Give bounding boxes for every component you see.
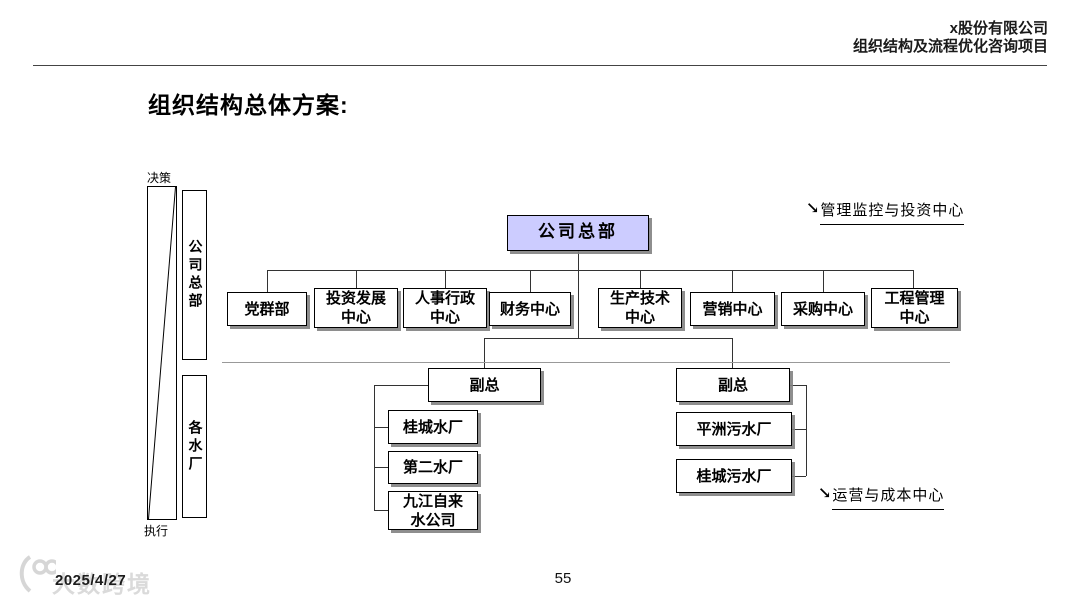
connector-line	[356, 270, 357, 288]
southeast-arrow-icon: ↘	[806, 198, 820, 217]
header-project: 组织结构及流程优化咨询项目	[852, 38, 1048, 55]
header-company: x股份有限公司	[949, 20, 1048, 37]
watermark-logo-icon	[16, 551, 60, 602]
scale-bar-water-plants: 各水厂	[182, 375, 207, 518]
plant-box: 第二水厂	[388, 451, 478, 484]
connector-line	[374, 427, 388, 428]
dept-box: 党群部	[227, 292, 307, 326]
connector-line	[732, 338, 733, 368]
diagonal-line	[148, 186, 176, 520]
annotation-top: ↘ 管理监控与投资中心	[806, 198, 965, 225]
dept-box: 采购中心	[781, 292, 865, 326]
deputy-box-right: 副总	[676, 368, 790, 402]
dept-box: 营销中心	[690, 292, 775, 326]
plant-box: 九江自来 水公司	[388, 491, 478, 530]
decision-label: 决策	[147, 171, 172, 185]
header: x股份有限公司 组织结构及流程优化咨询项目	[853, 20, 1048, 56]
deputy-box-left: 副总	[428, 368, 541, 402]
dept-box: 人事行政 中心	[403, 288, 487, 328]
execution-label: 执行	[144, 524, 169, 538]
connector-line	[640, 270, 641, 288]
southeast-arrow-icon: ↘	[818, 483, 832, 502]
connector-line	[374, 385, 428, 386]
dept-box: 生产技术 中心	[598, 288, 682, 328]
header-divider	[33, 65, 1047, 66]
connector-line	[267, 270, 914, 271]
footer-date: 2025/4/27	[55, 572, 127, 589]
page-title: 组织结构总体方案:	[148, 92, 349, 118]
connector-line	[806, 385, 807, 476]
connector-line	[267, 270, 268, 292]
page-number: 55	[554, 570, 572, 587]
connector-line	[484, 338, 732, 339]
plant-box: 桂城污水厂	[676, 459, 792, 493]
connector-line	[790, 385, 806, 386]
connector-line	[732, 270, 733, 292]
connector-line	[578, 251, 579, 338]
dept-box: 工程管理 中心	[871, 288, 958, 328]
level-divider-line	[222, 362, 950, 363]
scale-bar-company-hq: 公司总部	[182, 190, 207, 360]
dept-box: 投资发展 中心	[314, 288, 398, 328]
plant-box: 平洲污水厂	[676, 412, 792, 446]
annotation-bottom: ↘ 运营与成本中心	[818, 483, 945, 510]
plant-box: 桂城水厂	[388, 410, 478, 444]
annotation-bottom-label: 运营与成本中心	[832, 484, 945, 510]
watermark-text: 大数跨境	[52, 571, 152, 597]
connector-line	[792, 429, 806, 430]
connector-line	[374, 467, 388, 468]
connector-line	[374, 385, 375, 510]
connector-line	[374, 510, 388, 511]
connector-line	[823, 270, 824, 292]
decision-execution-scale	[147, 186, 177, 520]
annotation-top-label: 管理监控与投资中心	[820, 199, 965, 225]
dept-box: 财务中心	[489, 292, 571, 326]
connector-line	[484, 338, 485, 368]
org-box-headquarters: 公司总部	[507, 215, 649, 251]
connector-line	[792, 476, 806, 477]
connector-line	[530, 270, 531, 292]
connector-line	[445, 270, 446, 288]
connector-line	[913, 270, 914, 288]
